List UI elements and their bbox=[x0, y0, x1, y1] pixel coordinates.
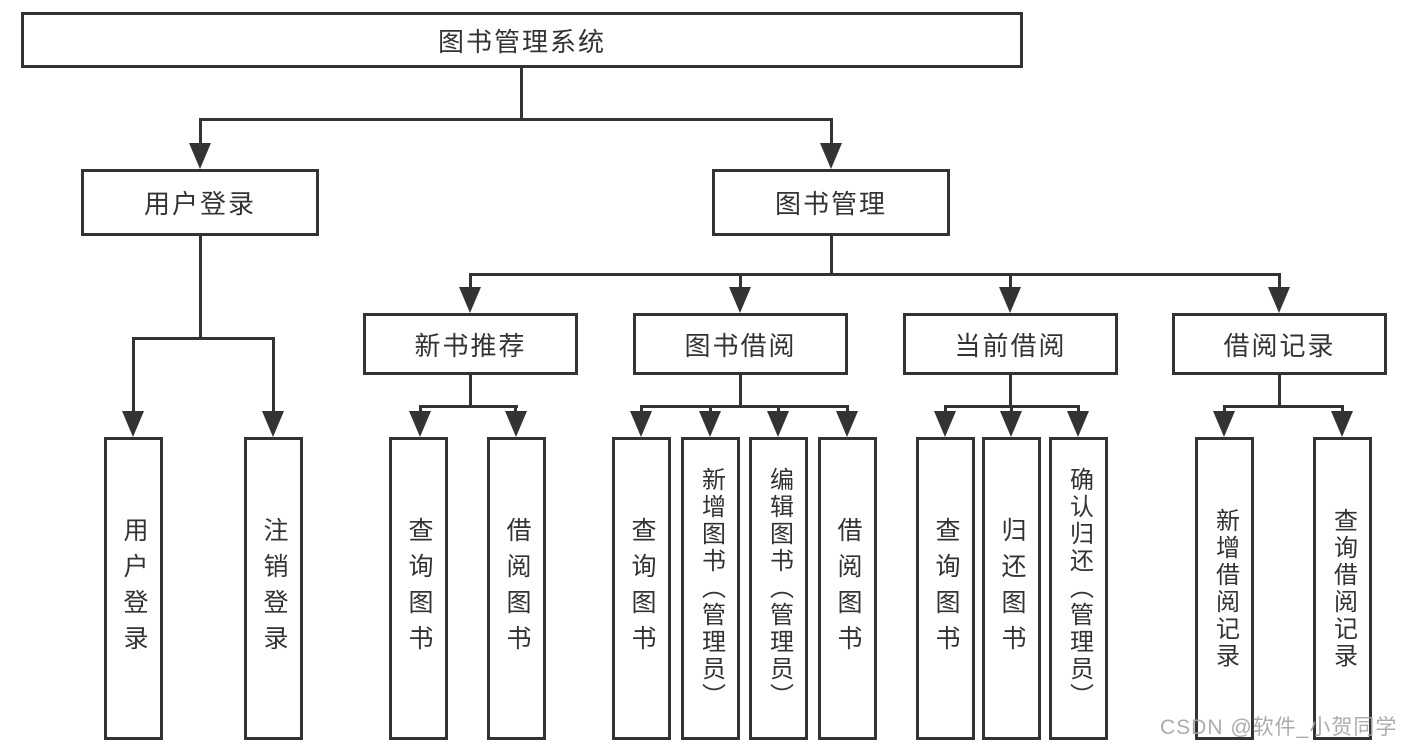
connector-line bbox=[132, 337, 135, 413]
connector-line bbox=[1223, 405, 1344, 408]
leaf-newbooks-borrow-books: 借阅图书 bbox=[487, 437, 546, 740]
connector-line bbox=[1009, 273, 1012, 289]
leaf-borrowing-add-books-admin: 新增图书（管理员） bbox=[681, 437, 740, 740]
arrowhead-icon bbox=[1331, 411, 1353, 437]
connector-line bbox=[469, 273, 1281, 276]
connector-line bbox=[777, 405, 780, 415]
arrowhead-icon bbox=[820, 143, 842, 169]
arrowhead-icon bbox=[699, 411, 721, 437]
node-label: 查询借阅记录 bbox=[1329, 507, 1357, 670]
arrowhead-icon bbox=[1000, 411, 1022, 437]
connector-line bbox=[830, 118, 833, 146]
connector-line bbox=[640, 405, 643, 415]
leaf-borrowing-edit-books-admin: 编辑图书（管理员） bbox=[749, 437, 808, 740]
node-label: 图书管理 bbox=[774, 189, 887, 219]
connector-line bbox=[739, 375, 742, 405]
connector-line bbox=[1278, 273, 1281, 289]
arrowhead-icon bbox=[836, 411, 858, 437]
connector-line bbox=[1341, 405, 1344, 415]
connector-line bbox=[1223, 405, 1226, 415]
connector-line bbox=[419, 405, 422, 415]
arrowhead-icon bbox=[189, 143, 211, 169]
arrowhead-icon bbox=[630, 411, 652, 437]
node-label: 图书管理系统 bbox=[437, 26, 606, 57]
node-new-book-recommendation: 新书推荐 bbox=[363, 313, 578, 375]
node-label: 图书借阅 bbox=[684, 330, 797, 361]
node-label: 归还图书 bbox=[998, 516, 1026, 661]
leaf-logout: 注销登录 bbox=[244, 437, 303, 740]
connector-line bbox=[846, 405, 849, 415]
connector-line bbox=[469, 273, 472, 289]
node-borrowing-records: 借阅记录 bbox=[1172, 313, 1387, 375]
arrowhead-icon bbox=[262, 411, 284, 437]
csdn-watermark: CSDN @软件_小贺同学 bbox=[1160, 716, 1398, 739]
leaf-borrowing-borrow-books: 借阅图书 bbox=[818, 437, 877, 740]
connector-line bbox=[944, 405, 947, 415]
leaf-records-add-record: 新增借阅记录 bbox=[1195, 437, 1254, 740]
node-label: 借阅图书 bbox=[503, 516, 531, 661]
node-book-borrowing: 图书借阅 bbox=[633, 313, 848, 375]
node-label: 查询图书 bbox=[405, 516, 433, 661]
leaf-current-confirm-return-admin: 确认归还（管理员） bbox=[1049, 437, 1108, 740]
arrowhead-icon bbox=[999, 287, 1021, 313]
arrowhead-icon bbox=[1067, 411, 1089, 437]
connector-line bbox=[1077, 405, 1080, 415]
node-label: 确认归还（管理员） bbox=[1065, 467, 1093, 710]
leaf-newbooks-query-books: 查询图书 bbox=[389, 437, 448, 740]
arrowhead-icon bbox=[934, 411, 956, 437]
connector-line bbox=[1278, 375, 1281, 405]
leaf-current-query-books: 查询图书 bbox=[916, 437, 975, 740]
connector-line bbox=[514, 405, 517, 415]
arrowhead-icon bbox=[729, 287, 751, 313]
connector-line bbox=[419, 405, 518, 408]
leaf-records-query-record: 查询借阅记录 bbox=[1313, 437, 1372, 740]
node-label: 编辑图书（管理员） bbox=[765, 467, 793, 710]
arrowhead-icon bbox=[1268, 287, 1290, 313]
node-current-borrowing: 当前借阅 bbox=[903, 313, 1118, 375]
node-label: 注销登录 bbox=[260, 516, 288, 661]
node-user-login: 用户登录 bbox=[81, 169, 319, 236]
arrowhead-icon bbox=[505, 411, 527, 437]
arrowhead-icon bbox=[122, 411, 144, 437]
connector-line bbox=[199, 118, 202, 146]
connector-line bbox=[709, 405, 712, 415]
connector-line bbox=[199, 118, 833, 121]
node-label: 当前借阅 bbox=[954, 330, 1067, 361]
node-label: 查询图书 bbox=[628, 516, 656, 661]
node-label: 新书推荐 bbox=[414, 330, 527, 361]
connector-line bbox=[272, 337, 275, 413]
arrowhead-icon bbox=[459, 287, 481, 313]
node-label: 新增借阅记录 bbox=[1211, 507, 1239, 670]
node-label: 用户登录 bbox=[120, 516, 148, 661]
node-label: 借阅图书 bbox=[834, 516, 862, 661]
node-label: 新增图书（管理员） bbox=[697, 467, 725, 710]
arrowhead-icon bbox=[409, 411, 431, 437]
connector-line bbox=[739, 273, 742, 289]
arrowhead-icon bbox=[1213, 411, 1235, 437]
leaf-current-return-books: 归还图书 bbox=[982, 437, 1041, 740]
connector-line bbox=[1009, 375, 1012, 405]
connector-line bbox=[199, 236, 202, 337]
connector-line bbox=[830, 236, 833, 273]
arrowhead-icon bbox=[767, 411, 789, 437]
connector-line bbox=[520, 68, 523, 118]
connector-line bbox=[469, 375, 472, 405]
connector-line bbox=[1010, 405, 1013, 415]
node-library-management-system: 图书管理系统 bbox=[21, 12, 1023, 68]
leaf-user-login: 用户登录 bbox=[104, 437, 163, 740]
connector-line bbox=[132, 337, 275, 340]
leaf-borrowing-query-books: 查询图书 bbox=[612, 437, 671, 740]
node-book-management: 图书管理 bbox=[712, 169, 950, 236]
node-label: 用户登录 bbox=[143, 189, 256, 219]
connector-line bbox=[640, 405, 849, 408]
node-label: 查询图书 bbox=[932, 516, 960, 661]
node-label: 借阅记录 bbox=[1223, 330, 1336, 361]
